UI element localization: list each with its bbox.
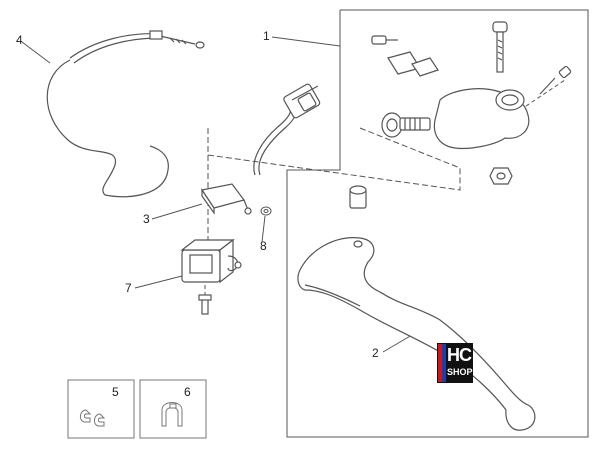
- callout-1: 1: [263, 29, 270, 43]
- group-1-frame: [286, 9, 589, 438]
- callout-8: 8: [260, 239, 267, 253]
- callout-3: 3: [143, 212, 150, 226]
- logo-brand-text: HC: [447, 345, 472, 365]
- logo-sub-text: SHOP: [447, 367, 473, 377]
- callout-2: 2: [372, 346, 379, 360]
- dashed-guide-top: [207, 128, 461, 191]
- switch-part-3: [201, 83, 321, 215]
- lever-part-2: [297, 237, 536, 431]
- washer-part-8: [260, 206, 272, 216]
- callout-5: 5: [112, 385, 119, 399]
- lever-mount-part-1: [349, 21, 572, 209]
- dashed-guide-pin: [519, 79, 566, 111]
- cable-part-4: [46, 30, 205, 198]
- leader-1: [271, 36, 341, 47]
- callout-4: 4: [16, 33, 23, 47]
- hc-shop-logo: HC SHOP: [437, 343, 473, 383]
- parts-6-box: [139, 379, 207, 439]
- clamp-part-7: [180, 238, 242, 315]
- leader-7: [134, 275, 183, 289]
- parts-5-box: [67, 379, 135, 439]
- leader-2: [382, 334, 413, 353]
- callout-7: 7: [125, 281, 132, 295]
- leader-4: [21, 41, 51, 64]
- leader-3: [151, 203, 203, 220]
- leader-8: [261, 215, 266, 243]
- logo-red-stripe: [438, 344, 442, 382]
- callout-6: 6: [184, 385, 191, 399]
- logo-blue-stripe: [442, 344, 446, 382]
